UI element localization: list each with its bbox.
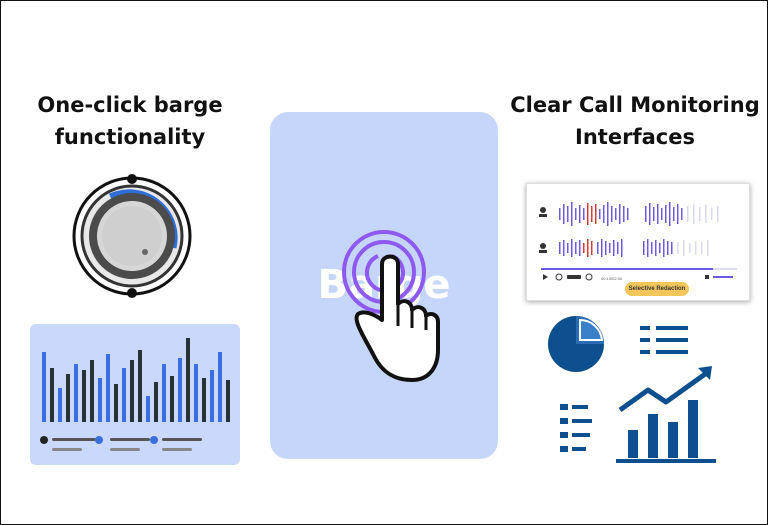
bars-group bbox=[42, 338, 230, 422]
list-lines-icon bbox=[640, 326, 688, 354]
right-heading: Clear Call Monitoring Interfaces bbox=[510, 93, 760, 149]
user-icon bbox=[539, 207, 547, 217]
speed-button bbox=[567, 275, 581, 279]
left-heading: One-click barge functionality bbox=[37, 93, 223, 149]
checklist-icon bbox=[560, 404, 592, 452]
waveform-bottom bbox=[559, 239, 709, 257]
progress-bar bbox=[541, 268, 737, 270]
bar-visual-card bbox=[30, 324, 240, 465]
analytics-graphics bbox=[548, 310, 728, 470]
tap-hand-icon bbox=[342, 230, 440, 382]
selective-redaction-button[interactable]: Selective Redaction bbox=[625, 282, 689, 296]
play-icon bbox=[543, 274, 548, 280]
playback-time: 00:10/02:30 bbox=[601, 276, 623, 281]
barge-card[interactable]: Barge bbox=[270, 112, 498, 459]
volume-knob-icon[interactable] bbox=[70, 174, 194, 298]
pie-chart-icon bbox=[548, 316, 604, 372]
forward-icon bbox=[585, 273, 593, 281]
call-monitor-card[interactable]: 00:10/02:30 Selective Redaction bbox=[526, 183, 750, 301]
growth-chart-icon bbox=[616, 366, 716, 463]
slider-row bbox=[40, 436, 202, 451]
volume-icon bbox=[705, 275, 709, 279]
player-controls bbox=[543, 273, 733, 281]
waveform-top bbox=[559, 202, 719, 226]
agent-icon bbox=[539, 243, 547, 253]
rewind-icon bbox=[555, 273, 563, 281]
